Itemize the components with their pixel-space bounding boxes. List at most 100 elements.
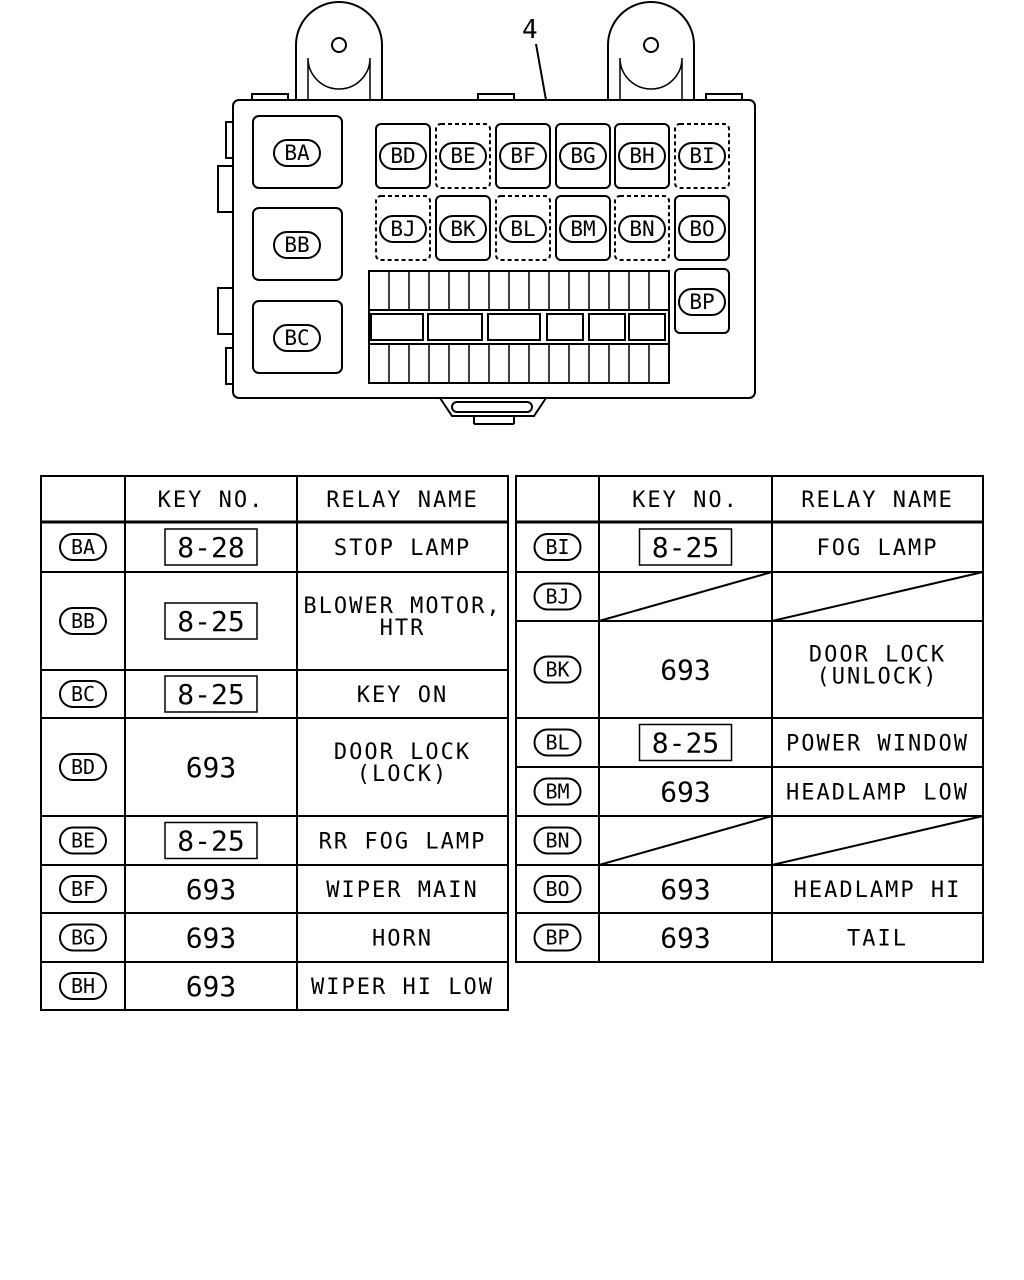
code-badge xyxy=(59,826,107,855)
relay-code: BK xyxy=(545,658,569,682)
relay-code: BP xyxy=(545,926,569,950)
relay-slot-bo: BO xyxy=(674,195,730,261)
key-box xyxy=(164,528,258,566)
relay-name: RR FOG LAMP xyxy=(319,830,487,855)
relay-name: STOP LAMP xyxy=(334,536,471,561)
key-number: 693 xyxy=(186,970,237,1003)
key-number: 693 xyxy=(660,654,711,687)
relay-code: BA xyxy=(71,535,95,559)
key-number: 8-25 xyxy=(652,727,719,760)
empty-name-slash xyxy=(771,571,984,622)
table-row: BN xyxy=(533,815,984,866)
table-header-2: RELAY NAME xyxy=(326,488,478,513)
code-badge xyxy=(533,875,582,903)
relay-name: WIPER MAIN xyxy=(326,878,478,903)
relay-code: BL xyxy=(545,731,569,755)
relay-label-bc: BC xyxy=(284,326,309,350)
key-box xyxy=(164,675,258,713)
relay-name: HTR xyxy=(380,616,426,641)
relay-label-bj: BJ xyxy=(390,217,415,241)
key-number: 693 xyxy=(660,922,711,955)
key-number: 693 xyxy=(186,751,237,784)
relay-code: BO xyxy=(545,877,569,901)
relay-slot-bj: BJ xyxy=(375,195,431,261)
table-row: BL 8-25 POWER WINDOW xyxy=(533,723,969,762)
relay-label-bg: BG xyxy=(570,144,595,168)
relay-label-bb: BB xyxy=(284,233,309,257)
table-row: BD 693 DOOR LOCK(LOCK) xyxy=(59,740,471,787)
code-badge xyxy=(59,753,107,781)
relay-code: BB xyxy=(71,609,95,633)
code-badge xyxy=(533,923,582,952)
relay-label-bf: BF xyxy=(510,144,535,168)
relay-code: BD xyxy=(71,755,95,779)
relay-name: HEADLAMP HI xyxy=(794,878,962,903)
relay-label-ba: BA xyxy=(284,141,310,165)
relay-label-bp: BP xyxy=(689,290,714,314)
relay-slot-be: BE xyxy=(435,123,491,189)
relay-label-bn: BN xyxy=(629,217,654,241)
relay-name: POWER WINDOW xyxy=(786,732,969,757)
relay-slot-bp: BP xyxy=(674,268,730,334)
relay-name: (UNLOCK) xyxy=(817,665,939,690)
key-number: 8-25 xyxy=(177,678,244,711)
key-box xyxy=(164,602,258,640)
mounting-ear-right xyxy=(607,1,695,100)
table-row: BJ xyxy=(533,571,984,622)
code-badge xyxy=(59,533,107,561)
relay-slot-ba: BA xyxy=(252,115,343,189)
code-badge xyxy=(533,533,582,561)
relay-slot-bc: BC xyxy=(252,300,343,374)
relay-label-bm: BM xyxy=(570,217,595,241)
key-number: 8-25 xyxy=(177,825,244,858)
relay-slot-bi: BI xyxy=(674,123,730,189)
relay-name: KEY ON xyxy=(357,683,448,708)
relay-code: BJ xyxy=(545,585,569,609)
code-badge xyxy=(59,607,107,635)
key-number: 693 xyxy=(186,922,237,955)
relay-label-bl: BL xyxy=(510,217,535,241)
relay-slot-bm: BM xyxy=(555,195,611,261)
relay-name: DOOR LOCK xyxy=(334,740,471,765)
callout-number: 4 xyxy=(522,15,538,45)
key-number: 8-25 xyxy=(652,531,719,564)
relay-code: BI xyxy=(545,535,569,559)
relay-slot-bn: BN xyxy=(614,195,670,261)
relay-slot-bf: BF xyxy=(495,123,551,189)
relay-name: (LOCK) xyxy=(357,762,448,787)
relay-code: BM xyxy=(545,780,569,804)
code-badge xyxy=(533,655,582,684)
empty-key-slash xyxy=(598,815,773,866)
relay-slot-bb: BB xyxy=(252,207,343,281)
relay-code: BG xyxy=(71,926,95,950)
relay-name: BLOWER MOTOR, xyxy=(303,594,501,619)
table-header-1: KEY NO. xyxy=(158,488,265,513)
relay-label-bk: BK xyxy=(450,217,476,241)
relay-box-housing xyxy=(217,93,756,425)
relay-code: BN xyxy=(545,829,569,853)
key-box xyxy=(638,528,733,566)
callout: 4 xyxy=(522,15,547,101)
relay-code: BF xyxy=(71,877,95,901)
key-box xyxy=(638,723,733,762)
key-number: 8-25 xyxy=(177,605,244,638)
relay-label-be: BE xyxy=(450,144,475,168)
relay-name: FOG LAMP xyxy=(817,536,939,561)
relay-label-bi: BI xyxy=(689,144,714,168)
relay-name: HEADLAMP LOW xyxy=(786,781,969,806)
code-badge xyxy=(59,680,107,708)
mounting-ear-left xyxy=(295,1,383,100)
code-badge xyxy=(59,875,107,903)
key-number: 693 xyxy=(186,873,237,906)
table-row: BF 693 WIPER MAIN xyxy=(59,873,478,906)
empty-name-slash xyxy=(771,815,984,866)
key-box xyxy=(164,821,258,860)
table-row: BB 8-25 BLOWER MOTOR,HTR xyxy=(59,594,501,641)
